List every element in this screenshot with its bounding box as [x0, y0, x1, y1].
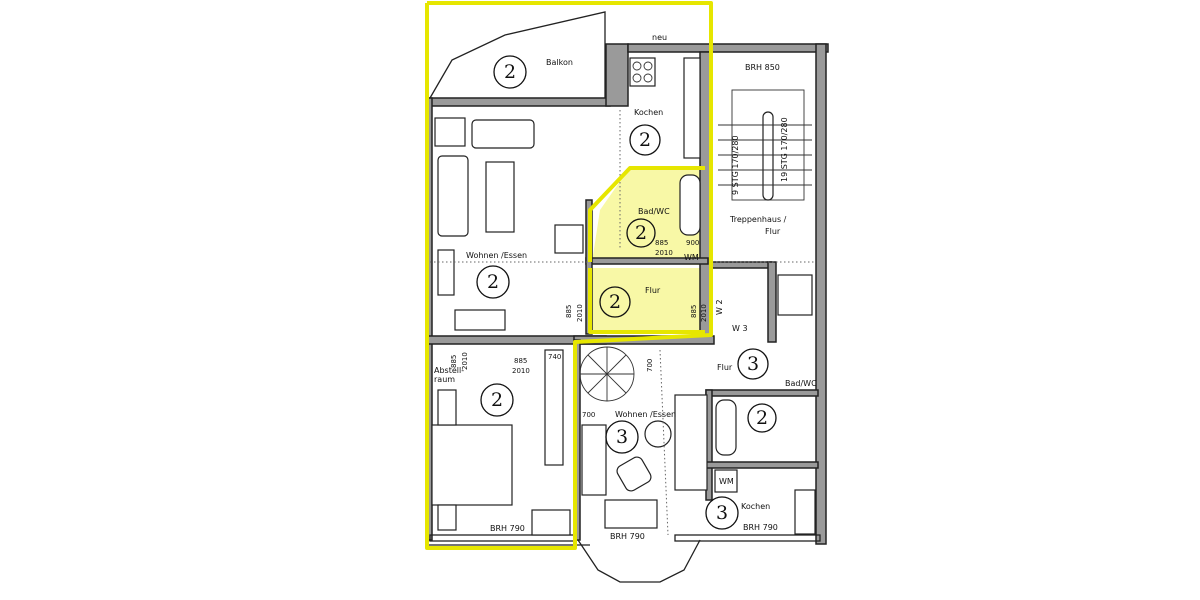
marker-kochen-top: 2 — [639, 129, 651, 151]
label-w2: W 2 — [715, 299, 724, 315]
label-neu: neu — [652, 33, 667, 42]
bad-outline — [588, 166, 705, 262]
label-abstellraum-2: raum — [434, 375, 455, 384]
marker-flur-mid: 2 — [609, 291, 621, 313]
label-abstellraum-1: Abstell- — [434, 366, 464, 375]
label-wohnen-bottom: Wohnen /Essen — [615, 410, 676, 419]
dim-flur-r-885: 885 — [690, 305, 698, 318]
dim-bad-885: 885 — [655, 239, 668, 247]
label-brh-790-b: BRH 790 — [610, 532, 645, 541]
label-brh-790-a: BRH 790 — [490, 524, 525, 533]
marker-wohnen-bottom: 3 — [616, 426, 628, 448]
label-bad-right: Bad/WC — [785, 379, 817, 388]
label-w3: W 3 — [732, 324, 748, 333]
marker-bedroom: 2 — [491, 389, 503, 411]
label-wm-bottom: WM — [719, 477, 734, 486]
dim-740: 740 — [548, 353, 561, 361]
dotted-lines — [430, 110, 816, 536]
label-stairs-left: 9 STG 170/280 — [731, 135, 740, 195]
dim-flur-l-885: 885 — [565, 305, 573, 318]
dim-flur-r-2010: 2010 — [700, 304, 708, 322]
furniture — [431, 57, 816, 536]
unit-2-outline — [425, 1, 713, 550]
label-brh-790-c: BRH 790 — [743, 523, 778, 532]
label-flur-mid: Flur — [645, 286, 661, 295]
marker-flur-right: 3 — [747, 353, 759, 375]
dim-abst-885: 885 — [450, 355, 458, 368]
room-labels: Balkon neu BRH 850 Kochen 9 STG 170/280 … — [434, 33, 817, 541]
label-treppenhaus: Treppenhaus / — [729, 215, 787, 224]
label-brh-850: BRH 850 — [745, 63, 780, 72]
dim-flur-l-2010: 2010 — [576, 304, 584, 322]
dim-mid-2010: 2010 — [512, 367, 530, 375]
bay-window — [577, 539, 701, 583]
dim-bad-2010: 2010 — [655, 249, 673, 257]
label-wohnen-top: Wohnen /Essen — [466, 251, 527, 260]
label-kochen-bottom: Kochen — [741, 502, 770, 511]
label-kochen-top: Kochen — [634, 108, 663, 117]
label-flur-right: Flur — [717, 363, 733, 372]
marker-bad-right: 2 — [756, 407, 768, 429]
balcony-rail — [429, 11, 606, 99]
label-wm-top: WM — [684, 253, 699, 262]
dimension-labels: 885 2010 900 885 2010 885 2010 885 2010 … — [450, 239, 708, 419]
dim-700-stair: 700 — [646, 359, 654, 372]
dim-bad-900: 900 — [686, 239, 699, 247]
dim-mid-885: 885 — [514, 357, 527, 365]
label-treppenhaus-flur: Flur — [765, 227, 781, 236]
marker-kochen-bottom: 3 — [716, 502, 728, 524]
marker-bad-top: 2 — [635, 222, 647, 244]
dim-700-left: 700 — [582, 411, 595, 419]
spiral-stair — [579, 346, 635, 402]
highlight-flur — [590, 268, 708, 330]
highlight-bad — [592, 168, 700, 265]
marker-balkon: 2 — [504, 61, 516, 83]
staircase — [718, 89, 812, 201]
label-bad-top: Bad/WC — [638, 207, 670, 216]
unit-markers: 2 2 2 2 2 2 3 2 3 3 — [476, 55, 777, 530]
label-balkon: Balkon — [546, 58, 573, 67]
flur-outline — [588, 268, 705, 334]
dim-abst-2010: 2010 — [461, 352, 469, 370]
marker-wohnen-top: 2 — [487, 271, 499, 293]
label-stairs-right: 19 STG 170/280 — [780, 117, 789, 182]
